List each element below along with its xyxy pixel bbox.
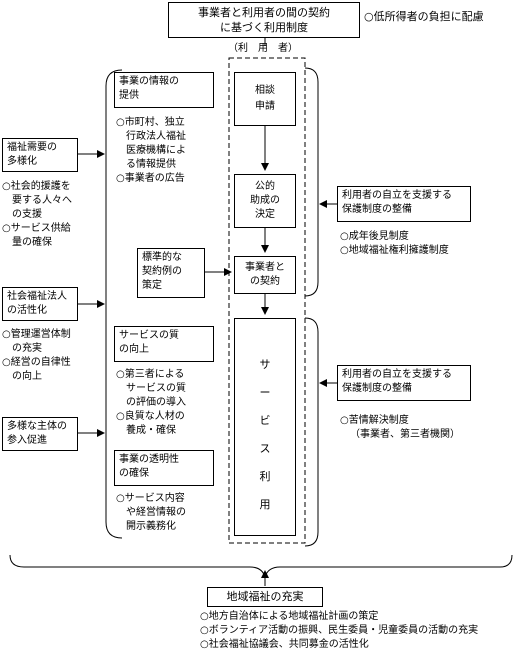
info-notes: ○市町村、独立 行政法人福祉 医療機構によ る情報提供 ○事業者の広告 <box>116 116 186 186</box>
note-line: （事業者、第三者機関） <box>350 429 460 440</box>
user-label: （利 用 者） <box>228 43 298 54</box>
note-line: ○経営の自律性 <box>2 357 71 368</box>
corp-notes: ○管理運営体制 の充実 ○経営の自律性 の向上 <box>2 328 71 384</box>
support1-notes: ○成年後見制度 ○地域福祉権利擁護制度 <box>340 230 449 258</box>
quality-line2: の向上 <box>119 344 149 355</box>
service-char: サ <box>259 358 271 371</box>
note-line: ○事業者の広告 <box>116 173 185 184</box>
social-welfare-corp-box: 社会福祉法人 の活性化 <box>2 287 78 321</box>
note-line: ○サービス供給 <box>2 223 71 234</box>
note-line: ○成年後見制度 <box>340 231 409 242</box>
diverse-line1: 多様な主体の <box>7 421 67 432</box>
contract-system-box: 事業者と利用者の間の契約 に基づく利用制度 <box>168 2 360 38</box>
quality-notes: ○第三者による サービスの質 の評価の導入 ○良質な人材の 養成・確保 <box>116 368 186 438</box>
transparency-box: 事業の透明性 の確保 <box>114 450 214 486</box>
note-line: の向上 <box>2 371 42 382</box>
note-line: ○サービス内容 <box>116 493 185 504</box>
info-line2: 提供 <box>119 90 139 101</box>
contract-line1: 事業者と <box>245 262 285 273</box>
note-line: 要する人々へ <box>2 195 72 206</box>
service-char: ー <box>259 386 271 399</box>
subsidy-line1: 公的 <box>255 181 275 192</box>
note-line: の充実 <box>2 343 42 354</box>
note-line: の支援 <box>2 209 42 220</box>
info-provision-box: 事業の情報の 提供 <box>114 72 214 108</box>
service-char: 用 <box>259 498 271 511</box>
consult-apply-box: 相談 申請 <box>234 72 296 126</box>
standard-line3: 策定 <box>142 280 162 291</box>
welfare-needs-box: 福祉需要の 多様化 <box>2 138 78 172</box>
note-line: ○第三者による <box>116 369 185 380</box>
quality-line1: サービスの質 <box>119 330 179 341</box>
support1-line2: 保護制度の整備 <box>342 204 412 215</box>
transparency-notes: ○サービス内容 や経営情報の 開示義務化 <box>116 492 186 534</box>
note-line: ○良質な人材の <box>116 411 185 422</box>
subsidy-line3: 決定 <box>255 209 275 220</box>
transparency-line2: の確保 <box>119 468 149 479</box>
info-line1: 事業の情報の <box>119 76 179 87</box>
note-line: ○地方自治体による地域福祉計画の策定 <box>200 611 379 622</box>
note-line: の評価の導入 <box>116 397 186 408</box>
note-line: ○管理運営体制 <box>2 329 71 340</box>
protection-system-box-1: 利用者の自立を支援する 保護制度の整備 <box>337 186 471 222</box>
corp-line1: 社会福祉法人 <box>7 291 67 302</box>
diverse-line2: 参入促進 <box>7 435 47 446</box>
note-line: る情報提供 <box>116 159 176 170</box>
standard-line1: 標準的な <box>142 252 182 263</box>
community-welfare-notes: ○地方自治体による地域福祉計画の策定 ○ボランティア活動の振興、民生委員・児童委… <box>200 610 478 652</box>
left-bracket <box>105 69 123 539</box>
welfare-needs-line2: 多様化 <box>7 156 37 167</box>
diverse-entities-box: 多様な主体の 参入促進 <box>2 417 78 451</box>
note-line: ○苦情解決制度 <box>340 415 409 426</box>
subsidy-line2: 助成の <box>250 195 280 206</box>
note-line: ○ボランティア活動の振興、民生委員・児童委員の活動の充実 <box>200 625 479 636</box>
transparency-line1: 事業の透明性 <box>119 454 179 465</box>
consult-line2: 申請 <box>255 101 275 112</box>
welfare-needs-line1: 福祉需要の <box>7 142 57 153</box>
note-line: 量の確保 <box>2 237 52 248</box>
support2-notes: ○苦情解決制度 （事業者、第三者機関） <box>340 414 460 442</box>
note-line: や経営情報の <box>116 507 186 518</box>
provider-contract-box: 事業者と の契約 <box>234 256 296 294</box>
service-char: ビ <box>259 414 271 427</box>
note-line: 医療機構によ <box>116 145 186 156</box>
note-line: ○地域福祉権利擁護制度 <box>340 245 449 256</box>
note-line: 養成・確保 <box>116 425 176 436</box>
protection-system-box-2: 利用者の自立を支援する 保護制度の整備 <box>337 365 471 401</box>
contract-system-line1: 事業者と利用者の間の契約 <box>198 6 330 19</box>
public-subsidy-box: 公的 助成の 決定 <box>234 174 296 228</box>
consult-line1: 相談 <box>255 85 275 96</box>
support2-line1: 利用者の自立を支援する <box>342 369 452 380</box>
community-welfare-box: 地域福祉の充実 <box>207 587 323 607</box>
note-line: ○社会的援護を <box>2 181 71 192</box>
welfare-needs-notes: ○社会的援護を 要する人々へ の支援 ○サービス供給 量の確保 <box>2 180 72 250</box>
service-char: 利 <box>259 470 271 483</box>
right-bracket-bottom <box>304 317 319 547</box>
support2-line2: 保護制度の整備 <box>342 383 412 394</box>
note-line: ○社会福祉協議会、共同募金の活性化 <box>200 639 369 650</box>
note-line: 行政法人福祉 <box>116 131 186 142</box>
low-income-note: ○低所得者の負担に配慮 <box>364 10 484 23</box>
right-bracket-top <box>304 67 319 297</box>
contract-system-line2: に基づく利用制度 <box>220 21 308 34</box>
service-quality-box: サービスの質 の向上 <box>114 326 214 362</box>
service-char: ス <box>259 442 271 455</box>
note-line: サービスの質 <box>116 383 186 394</box>
support1-line1: 利用者の自立を支援する <box>342 190 452 201</box>
corp-line2: の活性化 <box>7 305 47 316</box>
note-line: 開示義務化 <box>116 521 176 532</box>
bottom-brace <box>9 554 513 579</box>
standard-line2: 契約例の <box>142 266 182 277</box>
note-line: ○市町村、独立 <box>116 117 185 128</box>
standard-contract-box: 標準的な 契約例の 策定 <box>137 248 205 298</box>
service-use-box: サ ー ビ ス 利 用 <box>234 318 296 536</box>
community-welfare-title: 地域福祉の充実 <box>226 590 304 603</box>
contract-line2: の契約 <box>250 276 280 287</box>
